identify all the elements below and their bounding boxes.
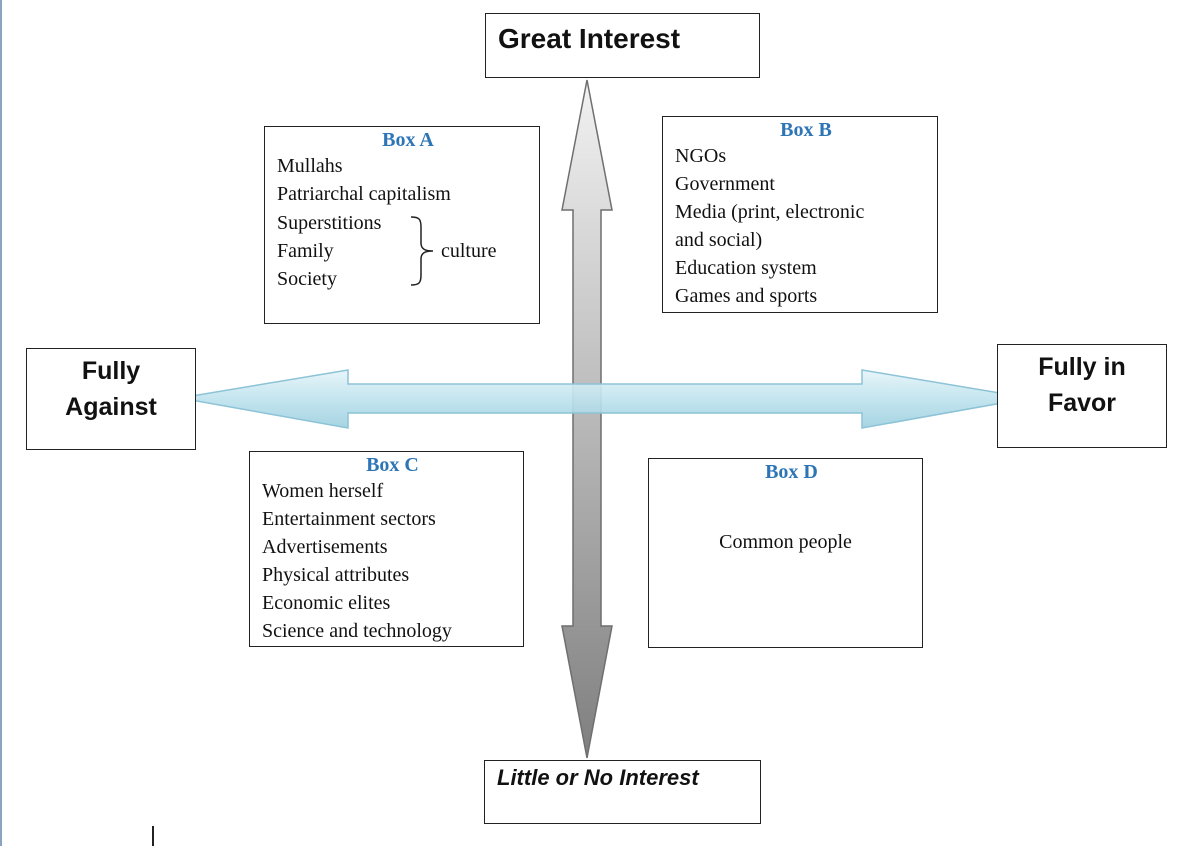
box-c: Box C Women herself Entertainment sector… <box>249 451 524 647</box>
box-b: Box B NGOs Government Media (print, elec… <box>662 116 938 313</box>
axis-right-line1: Fully in <box>1038 353 1126 381</box>
box-c-title: Box C <box>366 454 419 476</box>
text-cursor-mark <box>152 826 154 846</box>
culture-group: Superstitions Family Society culture <box>277 209 527 293</box>
axis-bottom-text: Little or No Interest <box>497 765 699 790</box>
box-a-culture-item: Superstitions <box>277 212 382 234</box>
box-c-item: Physical attributes <box>262 564 410 586</box>
box-b-title: Box B <box>780 119 832 141</box>
axis-left-line1: Fully <box>81 357 141 385</box>
box-a-item: Patriarchal capitalism <box>277 183 451 205</box>
axis-right-line2: Favor <box>1047 389 1117 418</box>
vertical-interest-arrow <box>561 79 613 759</box>
box-b-item: Government <box>675 173 775 195</box>
axis-label-great-interest: Great Interest <box>485 13 760 78</box>
page-left-rule <box>0 0 2 846</box>
box-d-text: Common people <box>719 531 852 553</box>
axis-left-line2: Against <box>65 393 157 422</box>
box-a-culture-item: Family <box>277 240 334 262</box>
box-c-item: Women herself <box>262 480 384 502</box>
box-b-item: Education system <box>675 257 817 279</box>
box-d-title: Box D <box>765 461 818 483</box>
culture-label: culture <box>441 240 497 262</box>
box-b-item: NGOs <box>675 145 727 167</box>
right-brace-icon <box>410 216 434 286</box>
box-c-item: Science and technology <box>262 620 452 642</box>
axis-top-text: Great Interest <box>498 23 681 54</box>
box-a-title: Box A <box>382 129 434 151</box>
box-b-item: Games and sports <box>675 285 818 307</box>
box-a-item: Mullahs <box>277 155 343 177</box>
box-b-item: and social) <box>675 229 763 251</box>
box-d: Box D Common people <box>648 458 923 648</box>
horizontal-favor-arrow <box>179 369 1031 429</box>
box-c-item: Economic elites <box>262 592 391 614</box>
box-a-culture-item: Society <box>277 268 337 290</box>
axis-label-fully-against: Fully Against <box>26 348 196 450</box>
axis-label-fully-in-favor: Fully in Favor <box>997 344 1167 448</box>
box-a: Box A Mullahs Patriarchal capitalism Sup… <box>264 126 540 324</box>
box-c-item: Advertisements <box>262 536 388 558</box>
box-c-item: Entertainment sectors <box>262 508 436 530</box>
axis-label-little-interest: Little or No Interest <box>484 760 761 824</box>
box-b-item: Media (print, electronic <box>675 201 865 223</box>
